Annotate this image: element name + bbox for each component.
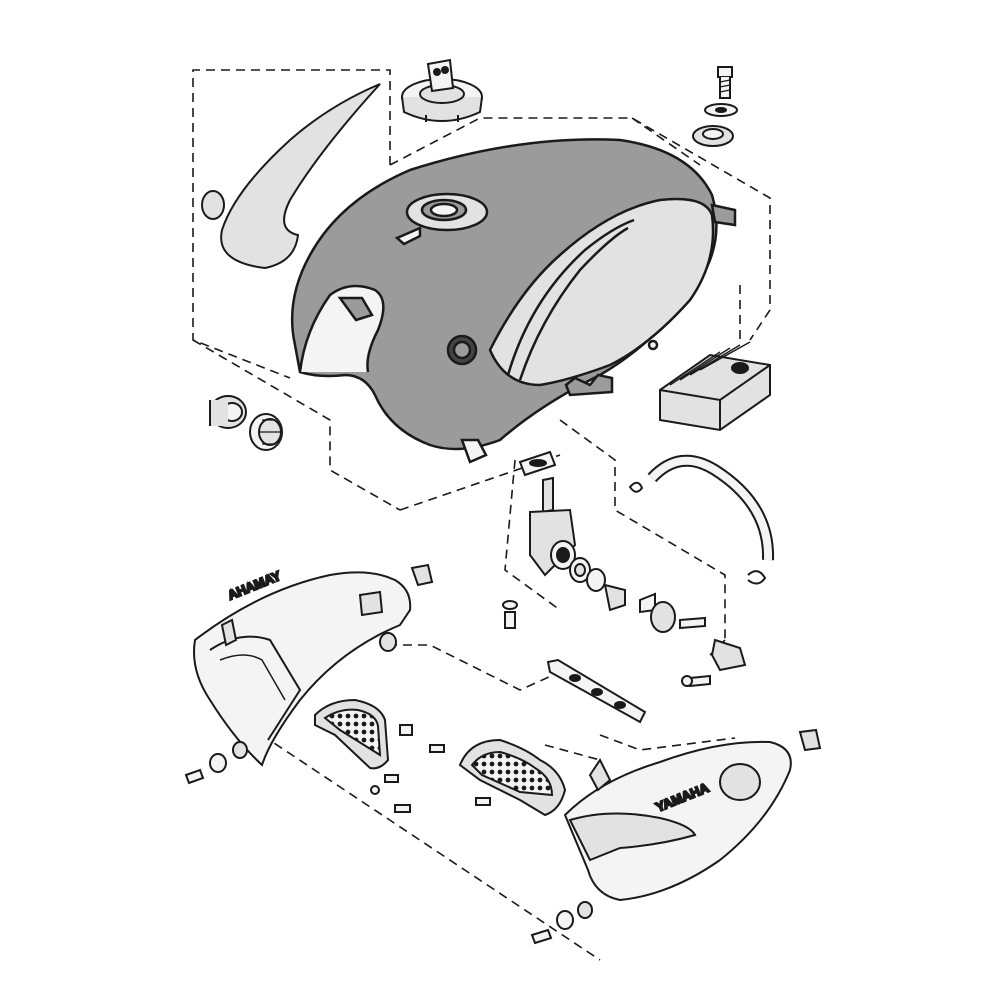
assembly-guide-lines [192, 69, 771, 961]
left-cowl-panel: AHAMAY [193, 563, 434, 767]
tank-dampers [209, 395, 283, 451]
fuel-hose [628, 454, 775, 585]
cowl-fasteners [184, 741, 593, 945]
heat-shield-block [659, 341, 771, 432]
tank-bolt-and-washers [692, 66, 738, 147]
tank-side-decal [201, 83, 381, 270]
mounting-bracket [546, 658, 647, 724]
fuel-tap-assembly [502, 450, 747, 688]
right-cowl-panel: YAMAHA [563, 728, 822, 902]
left-mesh-grille [314, 698, 413, 813]
fuel-cap [401, 58, 483, 122]
fuel-tank [290, 138, 737, 464]
right-mesh-grille [429, 738, 567, 817]
